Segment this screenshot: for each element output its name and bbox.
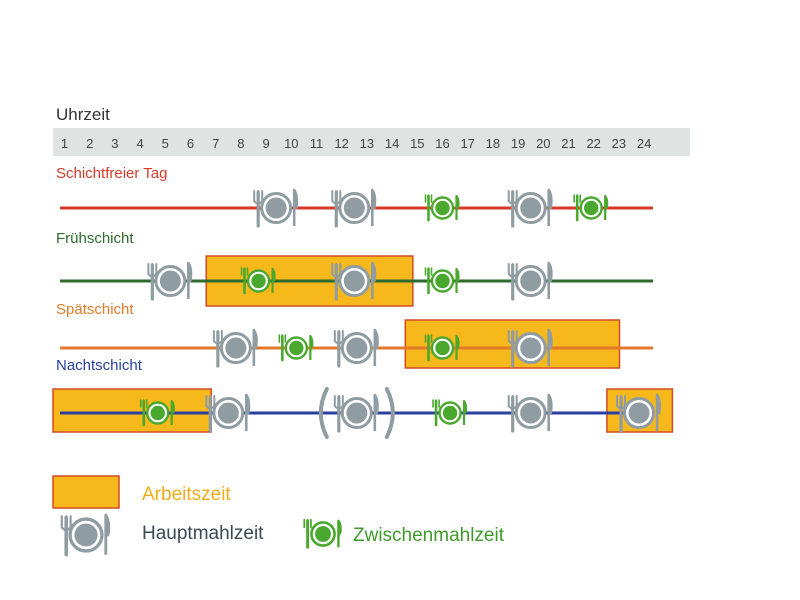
main-meal-icon <box>147 261 193 301</box>
shift-row: Frühschicht <box>56 230 653 307</box>
shift-row: Nachtschicht <box>52 357 674 439</box>
hour-label: 9 <box>262 136 269 151</box>
row-title: Schichtfreier Tag <box>56 165 167 182</box>
snack-icon <box>573 194 609 222</box>
hour-label: 23 <box>612 136 626 151</box>
main-meal-icon <box>507 261 553 301</box>
snack-icon <box>424 267 460 295</box>
hour-label: 24 <box>637 136 651 151</box>
hour-label: 8 <box>237 136 244 151</box>
snack-icon <box>139 399 175 427</box>
hour-label: 16 <box>435 136 449 151</box>
hour-label: 14 <box>385 136 399 151</box>
main-meal-icon <box>331 261 377 301</box>
hour-label: 3 <box>111 136 118 151</box>
work-block <box>52 388 213 433</box>
main-meal-icon <box>331 188 377 228</box>
snack-icon <box>424 334 460 362</box>
axis-title: Uhrzeit <box>56 105 110 124</box>
hour-label: 2 <box>86 136 93 151</box>
main-meal-icon <box>507 393 553 433</box>
hour-label: 4 <box>136 136 143 151</box>
main-meal-icon <box>333 393 379 433</box>
hour-label: 21 <box>561 136 575 151</box>
row-title: Frühschicht <box>56 230 134 247</box>
optional-bracket-left <box>318 387 329 439</box>
main-meal-icon <box>333 328 379 368</box>
row-title: Spätschicht <box>56 301 134 318</box>
snack-icon <box>278 334 314 362</box>
main-meal-icon <box>212 328 258 368</box>
main-meal-icon <box>253 188 299 228</box>
legend-work-label: Arbeitszeit <box>142 484 231 505</box>
shift-rows: Schichtfreier TagFrühschichtSpätschichtN… <box>52 165 674 439</box>
hour-label: 22 <box>586 136 600 151</box>
main-meal-icon <box>507 188 553 228</box>
hour-label: 7 <box>212 136 219 151</box>
legend-snack-label: Zwischenmahlzeit <box>353 525 505 546</box>
hour-label: 1 <box>61 136 68 151</box>
hour-label: 5 <box>162 136 169 151</box>
legend-work-swatch <box>52 475 120 509</box>
hour-label: 17 <box>460 136 474 151</box>
hour-label: 19 <box>511 136 525 151</box>
shift-row: Spätschicht <box>56 301 653 369</box>
snack-icon <box>240 267 276 295</box>
snack-icon <box>303 518 342 549</box>
snack-icon <box>424 194 460 222</box>
hour-label: 18 <box>486 136 500 151</box>
hour-label: 15 <box>410 136 424 151</box>
hour-label: 10 <box>284 136 298 151</box>
hour-axis-band <box>53 128 690 156</box>
row-title: Nachtschicht <box>56 357 143 374</box>
main-meal-icon <box>616 393 662 433</box>
hour-label: 12 <box>334 136 348 151</box>
legend-main-meal-label: Hauptmahlzeit <box>142 523 264 544</box>
hour-label: 6 <box>187 136 194 151</box>
main-meal-icon <box>205 393 251 433</box>
main-meal-icon <box>60 513 111 557</box>
optional-bracket-right <box>384 387 395 439</box>
hour-label: 11 <box>310 136 324 151</box>
main-meal-icon <box>507 328 553 368</box>
hour-label: 13 <box>360 136 374 151</box>
snack-icon <box>432 399 468 427</box>
hour-label: 20 <box>536 136 550 151</box>
shift-row: Schichtfreier Tag <box>56 165 653 228</box>
